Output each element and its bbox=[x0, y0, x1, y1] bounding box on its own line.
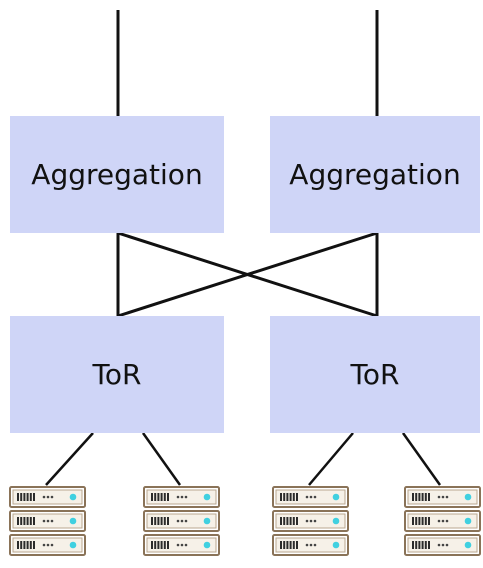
server-rack-icon bbox=[404, 486, 481, 556]
server-unit bbox=[272, 486, 349, 508]
aggregation-switch-right: Aggregation bbox=[270, 116, 480, 233]
server-unit bbox=[9, 534, 86, 556]
status-led-icon bbox=[203, 493, 211, 501]
link-tor-right-rack-4 bbox=[401, 432, 442, 486]
status-led-icon bbox=[332, 517, 340, 525]
status-led-icon bbox=[69, 517, 77, 525]
tor-switch-left-label: ToR bbox=[92, 358, 142, 391]
status-led-icon bbox=[69, 541, 77, 549]
aggregation-switch-left: Aggregation bbox=[10, 116, 224, 233]
link-tor-left-rack-1 bbox=[45, 432, 94, 486]
aggregation-switch-left-label: Aggregation bbox=[31, 158, 203, 191]
server-rack-icon bbox=[9, 486, 86, 556]
tor-switch-right-label: ToR bbox=[350, 358, 400, 391]
server-unit bbox=[143, 534, 220, 556]
aggregation-switch-right-label: Aggregation bbox=[289, 158, 461, 191]
server-unit bbox=[143, 510, 220, 532]
status-led-icon bbox=[464, 541, 472, 549]
status-led-icon bbox=[464, 493, 472, 501]
status-led-icon bbox=[332, 493, 340, 501]
server-unit bbox=[9, 486, 86, 508]
status-led-icon bbox=[69, 493, 77, 501]
status-led-icon bbox=[332, 541, 340, 549]
server-unit bbox=[272, 510, 349, 532]
status-led-icon bbox=[203, 517, 211, 525]
server-unit bbox=[404, 510, 481, 532]
link-tor-right-rack-3 bbox=[308, 432, 354, 486]
tor-switch-left: ToR bbox=[10, 316, 224, 433]
server-unit bbox=[404, 534, 481, 556]
server-unit bbox=[143, 486, 220, 508]
status-led-icon bbox=[464, 517, 472, 525]
server-rack-icon bbox=[272, 486, 349, 556]
tor-switch-right: ToR bbox=[270, 316, 480, 433]
server-unit bbox=[9, 510, 86, 532]
link-agg-right-tor-left bbox=[117, 231, 378, 318]
server-unit bbox=[404, 486, 481, 508]
status-led-icon bbox=[203, 541, 211, 549]
link-tor-left-rack-2 bbox=[141, 432, 182, 486]
server-unit bbox=[272, 534, 349, 556]
server-rack-icon bbox=[143, 486, 220, 556]
